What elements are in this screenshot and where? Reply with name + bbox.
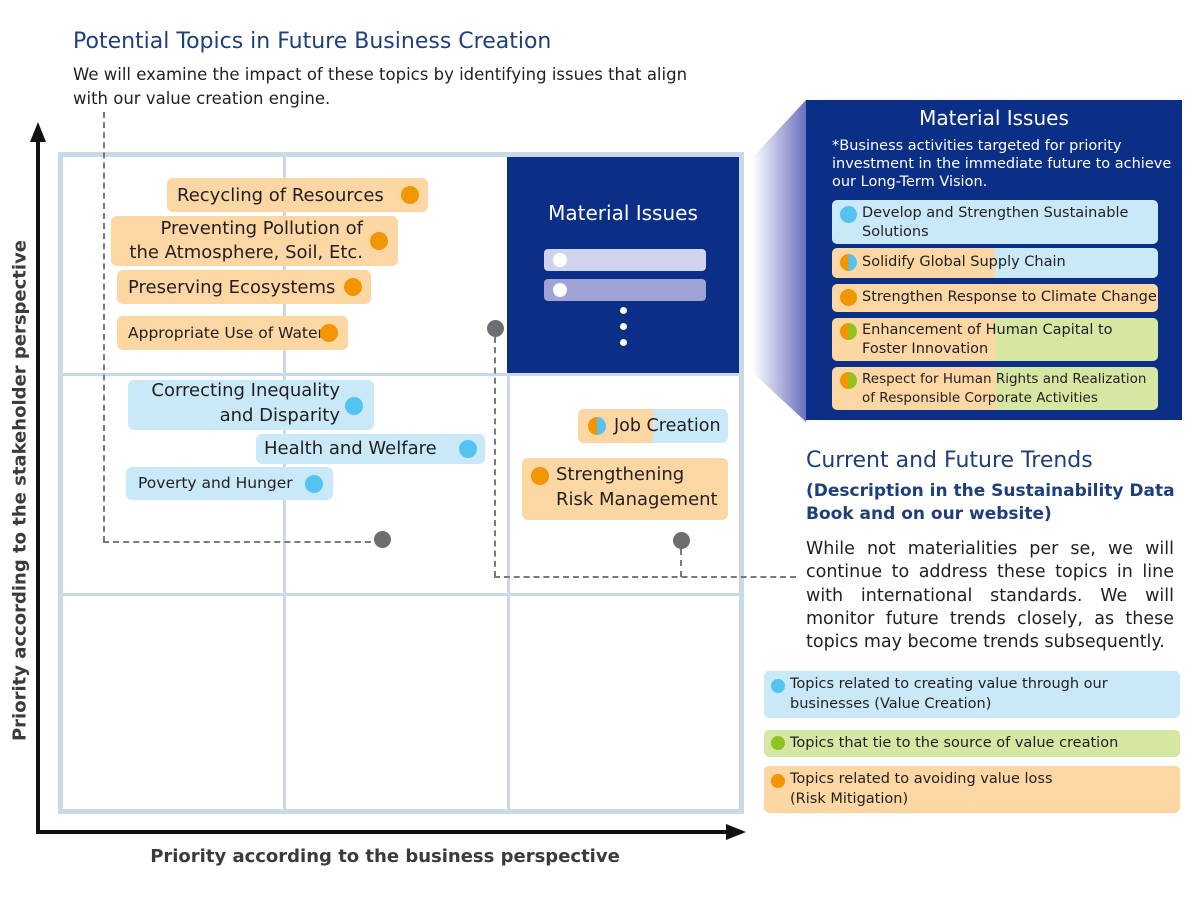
material-issue-item: Solidify Global Supply Chain	[832, 248, 1158, 278]
x-axis-line	[36, 830, 730, 834]
legend-label: Topics that tie to the source of value c…	[790, 735, 1119, 751]
legend-label: businesses (Value Creation)	[790, 696, 992, 712]
page-title: Potential Topics in Future Business Crea…	[73, 29, 552, 54]
topic-label: Health and Welfare	[264, 438, 437, 459]
trends-body: While not materialities per se, we will …	[806, 539, 1174, 653]
material-panel-title: Material Issues	[919, 106, 1069, 130]
x-axis-label: Priority according to the business persp…	[150, 846, 620, 867]
topic-tag: Recycling of Resources	[167, 178, 428, 212]
y-axis-line	[36, 140, 40, 834]
material-panel-note: *Business activities targeted for priori…	[832, 138, 1172, 190]
panel-connector-wedge	[752, 100, 806, 422]
material-issue-item: Develop and Strengthen Sustainable Solut…	[832, 200, 1158, 244]
topic-tag: Appropriate Use of Water	[117, 316, 348, 350]
value-creation-dot-icon	[459, 440, 477, 458]
material-issue-label: Strengthen Response to Climate Change	[862, 289, 1157, 305]
value-creation-dot-icon	[771, 679, 785, 693]
topic-label: Preserving Ecosystems	[128, 277, 336, 298]
leader-line	[680, 549, 682, 577]
material-issue-item: Enhancement of Human Capital to Foster I…	[832, 318, 1158, 361]
topic-tag: Job Creation	[578, 409, 728, 443]
material-issues-quadrant: Material Issues	[507, 157, 739, 373]
material-issue-label: Develop and Strengthen Sustainable	[862, 205, 1129, 221]
leader-line	[103, 112, 105, 542]
grid-line-horizontal	[63, 373, 739, 376]
topic-tag: Preserving Ecosystems	[117, 270, 371, 304]
topic-label: Risk Management	[556, 489, 718, 510]
grid-line-horizontal	[63, 593, 739, 596]
risk-mitigation-dot-icon	[370, 232, 388, 250]
bullet-icon	[553, 253, 567, 267]
leader-line	[494, 337, 496, 577]
topic-label: and Disparity	[219, 405, 340, 426]
grid-line-vertical	[507, 157, 510, 809]
leader-endpoint-icon	[374, 531, 391, 548]
material-issues-panel: Material Issues *Business activities tar…	[806, 100, 1182, 420]
value-creation-dot-icon	[305, 475, 323, 493]
value-creation-dot-icon	[345, 397, 363, 415]
leader-line	[103, 541, 381, 543]
legend-item-risk-mitigation: Topics related to avoiding value loss (R…	[764, 766, 1180, 813]
material-quadrant-title: Material Issues	[548, 201, 698, 225]
page-subtitle: We will examine the impact of these topi…	[73, 65, 688, 108]
material-item-placeholder	[544, 249, 706, 271]
risk-mitigation-dot-icon	[771, 774, 785, 788]
y-axis-label: Priority according to the stakeholder pe…	[9, 239, 31, 742]
ellipsis-dot-icon	[620, 323, 627, 330]
legend-item-source-of-value-creation: Topics that tie to the source of value c…	[764, 730, 1180, 757]
risk-mitigation-dot-icon	[840, 289, 857, 306]
topic-tag: Correcting Inequality and Disparity	[128, 380, 374, 430]
material-issue-label: Enhancement of Human Capital to	[862, 322, 1113, 338]
material-issue-label: of Responsible Corporate Activities	[862, 390, 1098, 406]
bullet-icon	[553, 283, 567, 297]
topic-label: Appropriate Use of Water	[128, 324, 324, 342]
topic-label: Recycling of Resources	[177, 185, 384, 206]
material-issue-item: Respect for Human Rights and Realization…	[832, 367, 1158, 410]
material-issue-label: Respect for Human Rights and Realization	[862, 371, 1147, 387]
risk-mitigation-dot-icon	[401, 186, 419, 204]
x-axis-arrow-icon	[726, 824, 746, 840]
topic-label: the Atmosphere, Soil, Etc.	[129, 242, 363, 263]
ellipsis-dot-icon	[620, 307, 627, 314]
legend-label: Topics related to avoiding value loss	[790, 771, 1053, 787]
topic-label: Strengthening	[556, 464, 685, 485]
topic-tag: Strengthening Risk Management	[522, 458, 728, 520]
trends-title: Current and Future Trends	[806, 448, 1093, 473]
value-creation-dot-icon	[840, 206, 857, 223]
leader-endpoint-icon	[487, 320, 504, 337]
material-item-placeholder	[544, 279, 706, 301]
source-of-value-creation-dot-icon	[771, 736, 785, 750]
risk-mitigation-dot-icon	[344, 278, 362, 296]
material-issue-label: Solutions	[862, 224, 929, 240]
topic-label: Correcting Inequality	[151, 380, 340, 401]
risk-mitigation-dot-icon	[320, 324, 338, 342]
legend-label: Topics related to creating value through…	[790, 676, 1108, 692]
topic-tag: Health and Welfare	[256, 434, 485, 464]
material-issue-label: Foster Innovation	[862, 341, 989, 357]
ellipsis-dot-icon	[620, 339, 627, 346]
material-issue-label: Solidify Global Supply Chain	[862, 254, 1066, 270]
risk-mitigation-source-dot-icon	[840, 372, 857, 389]
risk-mitigation-source-dot-icon	[840, 323, 857, 340]
material-issue-item: Strengthen Response to Climate Change	[832, 284, 1158, 312]
topic-label: Preventing Pollution of	[160, 218, 363, 239]
risk-mitigation-dot-icon	[531, 467, 549, 485]
leader-endpoint-icon	[673, 532, 690, 549]
topic-tag: Poverty and Hunger	[126, 467, 333, 500]
value-creation-risk-mitigation-dot-icon	[840, 254, 857, 271]
topic-label: Job Creation	[614, 416, 721, 436]
leader-line	[494, 576, 796, 578]
legend-item-value-creation: Topics related to creating value through…	[764, 671, 1180, 718]
trends-subtitle: (Description in the Sustainability Data …	[806, 481, 1175, 524]
topic-tag: Preventing Pollution of the Atmosphere, …	[111, 216, 398, 266]
y-axis-arrow-icon	[30, 122, 46, 142]
legend-label: (Risk Mitigation)	[790, 791, 909, 807]
value-creation-risk-mitigation-dot-icon	[588, 417, 606, 435]
topic-label: Poverty and Hunger	[138, 474, 293, 492]
